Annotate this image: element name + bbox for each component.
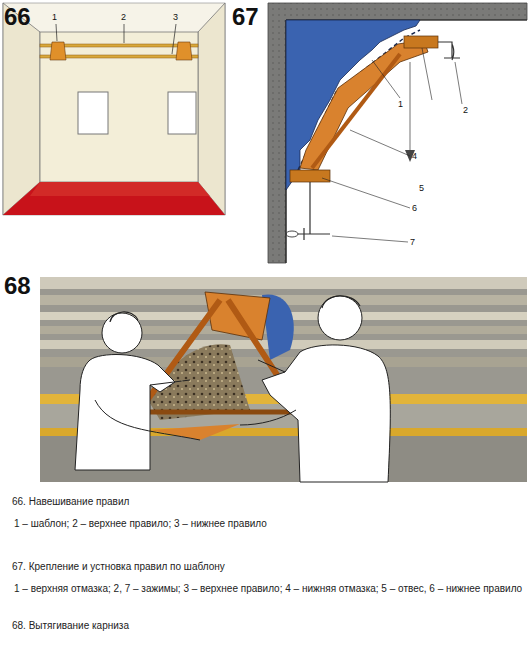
callout-number: 2 — [463, 105, 468, 115]
callout-number: 2 — [121, 12, 126, 22]
cornice-section — [262, 3, 527, 263]
callout-number: 6 — [412, 203, 417, 213]
panel-number: 66 — [4, 3, 31, 31]
figure-caption: 67. Крепление и устновка правил по шабло… — [12, 561, 225, 573]
room-view — [3, 3, 225, 215]
callout-number: 4 — [412, 151, 417, 161]
callout-number: 3 — [173, 12, 178, 22]
callout-number: 1 — [52, 12, 57, 22]
panel-number: 67 — [232, 3, 259, 31]
caption-legend: 1 – шаблон; 2 – верхнее правило; 3 – ниж… — [14, 518, 267, 530]
caption-legend: 1 – верхняя отмазка; 2, 7 – зажимы; 3 – … — [14, 583, 522, 595]
callout-number: 1 — [398, 99, 403, 109]
figure-caption: 68. Вытягивание карниза — [12, 620, 129, 632]
callout-number: 7 — [410, 237, 415, 247]
figure-caption: 66. Навешивание правил — [12, 496, 129, 508]
callout-number: 5 — [419, 183, 424, 193]
pulling-scene — [40, 277, 527, 482]
panel-number: 68 — [4, 272, 31, 300]
